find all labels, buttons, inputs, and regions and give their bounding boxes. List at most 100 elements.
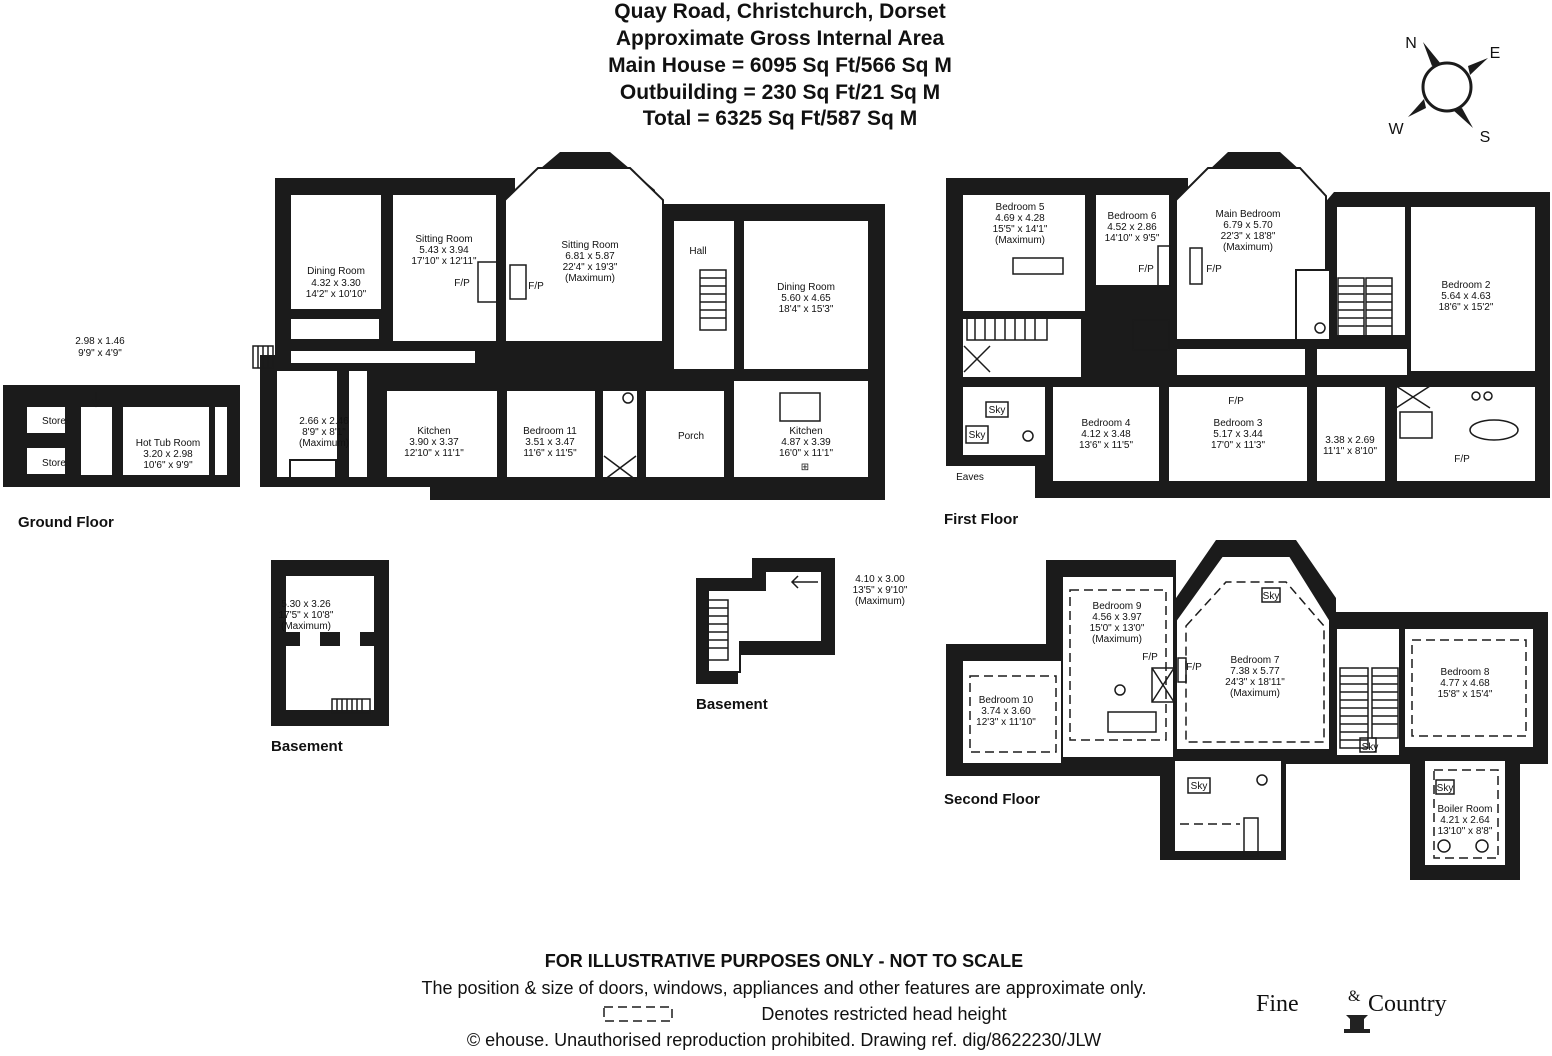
bedroom6-imperial: 14'10" x 9'5" (1105, 233, 1160, 244)
room-338-metric: 3.38 x 2.69 (1325, 435, 1375, 446)
sky-label: Sky (1437, 783, 1454, 794)
fp-label: F/P (1228, 396, 1244, 407)
bedroom7-imperial: 24'3" x 18'11" (1225, 677, 1285, 688)
fp-label: F/P (1186, 662, 1202, 673)
address-title: Quay Road, Christchurch, Dorset (614, 0, 946, 23)
copyright-text: © ehouse. Unauthorised reproduction proh… (466, 1030, 1102, 1050)
bedroom4-name: Bedroom 4 (1082, 418, 1131, 429)
kitchen-small-metric: 3.90 x 3.37 (409, 437, 459, 448)
dining-large-metric: 5.60 x 4.65 (781, 293, 831, 304)
sky-label: Sky (1362, 742, 1379, 753)
sky-label: Sky (1263, 591, 1280, 602)
bedroom6-metric: 4.52 x 2.86 (1107, 222, 1157, 233)
room-338-imperial: 11'1" x 8'10" (1323, 446, 1378, 457)
dining-large-imperial: 18'4" x 15'3" (779, 304, 834, 315)
dining-small-metric: 4.32 x 3.30 (311, 278, 361, 289)
basement-a-metric: 5.30 x 3.26 (281, 599, 331, 610)
kitchen-large-name: Kitchen (789, 426, 822, 437)
bedroom11-metric: 3.51 x 3.47 (525, 437, 575, 448)
bedroom9-max: (Maximum) (1092, 634, 1142, 645)
bedroom7-max: (Maximum) (1230, 688, 1280, 699)
bedroom7-name: Bedroom 7 (1231, 655, 1280, 666)
first-floor-plan (946, 152, 1550, 498)
bedroom10-imperial: 12'3" x 11'10" (976, 717, 1036, 728)
sitting-large-max: (Maximum) (565, 273, 615, 284)
main-bedroom-metric: 6.79 x 5.70 (1223, 220, 1273, 231)
legend-text: Denotes restricted head height (761, 1004, 1007, 1024)
compass-n: N (1405, 35, 1417, 52)
sky-label: Sky (1191, 781, 1208, 792)
basement-a-imperial: 17'5" x 10'8" (279, 610, 334, 621)
area-title: Approximate Gross Internal Area (615, 27, 945, 50)
dining-small-name: Dining Room (307, 266, 365, 277)
bedroom4-metric: 4.12 x 3.48 (1081, 429, 1131, 440)
bedroom8-name: Bedroom 8 (1441, 667, 1490, 678)
basement-b-imperial: 13'5" x 9'10" (853, 585, 908, 596)
outbuilding-area: Outbuilding = 230 Sq Ft/21 Sq M (619, 81, 941, 104)
sky-label: Sky (989, 405, 1006, 416)
main-house-area: Main House = 6095 Sq Ft/566 Sq M (608, 54, 952, 77)
bedroom10-name: Bedroom 10 (979, 695, 1034, 706)
bedroom11-imperial: 11'6" x 11'5" (523, 448, 577, 459)
bedroom6-name: Bedroom 6 (1108, 211, 1157, 222)
fp-label: F/P (1206, 264, 1222, 275)
fp-label: F/P (1142, 652, 1158, 663)
bedroom8-imperial: 15'8" x 15'4" (1438, 689, 1493, 700)
dining-large-name: Dining Room (777, 282, 835, 293)
first-floor-label: First Floor (944, 511, 1018, 528)
basement-b-max: (Maximum) (855, 596, 905, 607)
fp-label: F/P (1454, 454, 1470, 465)
bedroom9-imperial: 15'0" x 13'0" (1090, 623, 1145, 634)
basement-a-max: (Maximum) (281, 621, 331, 632)
bedroom3-name: Bedroom 3 (1214, 418, 1263, 429)
bedroom9-metric: 4.56 x 3.97 (1092, 612, 1142, 623)
svg-text:Fine: Fine (1256, 991, 1299, 1017)
sky-label: Sky (969, 430, 986, 441)
fine-and-country-logo: Fine & Country (1256, 988, 1447, 1033)
kitchen-large-imperial: 16'0" x 11'1" (779, 448, 834, 459)
svg-text:Country: Country (1368, 991, 1447, 1017)
bedroom3-metric: 5.17 x 3.44 (1213, 429, 1263, 440)
store-1-label: Store (42, 416, 66, 427)
ground-floor-label: Ground Floor (18, 514, 114, 531)
svg-text:&: & (1348, 988, 1361, 1005)
bedroom2-name: Bedroom 2 (1442, 280, 1491, 291)
basement-b-label: Basement (696, 696, 768, 713)
hottub-name: Hot Tub Room (136, 438, 200, 449)
bedroom2-imperial: 18'6" x 15'2" (1439, 302, 1494, 313)
basement-a-plan (271, 560, 389, 726)
main-bedroom-imperial: 22'3" x 18'8" (1221, 231, 1276, 242)
compass-s: S (1480, 129, 1491, 146)
boiler-name: Boiler Room (1437, 804, 1492, 815)
basement-b-plan (696, 558, 835, 684)
boiler-imperial: 13'10" x 8'8" (1438, 826, 1493, 837)
hottub-metric: 3.20 x 2.98 (143, 449, 193, 460)
sitting-large-imperial: 22'4" x 19'3" (563, 262, 618, 273)
main-bedroom-max: (Maximum) (1223, 242, 1273, 253)
second-floor-plan (946, 540, 1548, 880)
hall-label: Hall (689, 246, 706, 257)
kitchen-large-metric: 4.87 x 3.39 (781, 437, 831, 448)
fp-label: F/P (528, 281, 544, 292)
bedroom7-metric: 7.38 x 5.77 (1230, 666, 1280, 677)
sitting-small-metric: 5.43 x 3.94 (419, 245, 469, 256)
bedroom9-name: Bedroom 9 (1093, 601, 1142, 612)
fp-label: F/P (454, 278, 470, 289)
store-2-label: Store (42, 458, 66, 469)
bedroom11-name: Bedroom 11 (523, 426, 577, 437)
sitting-large-name: Sitting Room (561, 240, 618, 251)
bedroom10-metric: 3.74 x 3.60 (981, 706, 1031, 717)
main-bedroom-name: Main Bedroom (1215, 209, 1280, 220)
utility-imperial: 8'9" x 8'1" (302, 427, 346, 438)
dining-small-imperial: 14'2" x 10'10" (306, 289, 367, 300)
svg-text:⊞: ⊞ (801, 462, 809, 473)
basement-a-label: Basement (271, 738, 343, 755)
compass-w: W (1388, 121, 1404, 138)
sitting-large-metric: 6.81 x 5.87 (565, 251, 615, 262)
total-area: Total = 6325 Sq Ft/587 Sq M (642, 107, 918, 130)
kitchen-small-imperial: 12'10" x 11'1" (404, 448, 464, 459)
bedroom5-metric: 4.69 x 4.28 (995, 213, 1045, 224)
bedroom8-metric: 4.77 x 4.68 (1440, 678, 1490, 689)
compass-e: E (1490, 45, 1501, 62)
